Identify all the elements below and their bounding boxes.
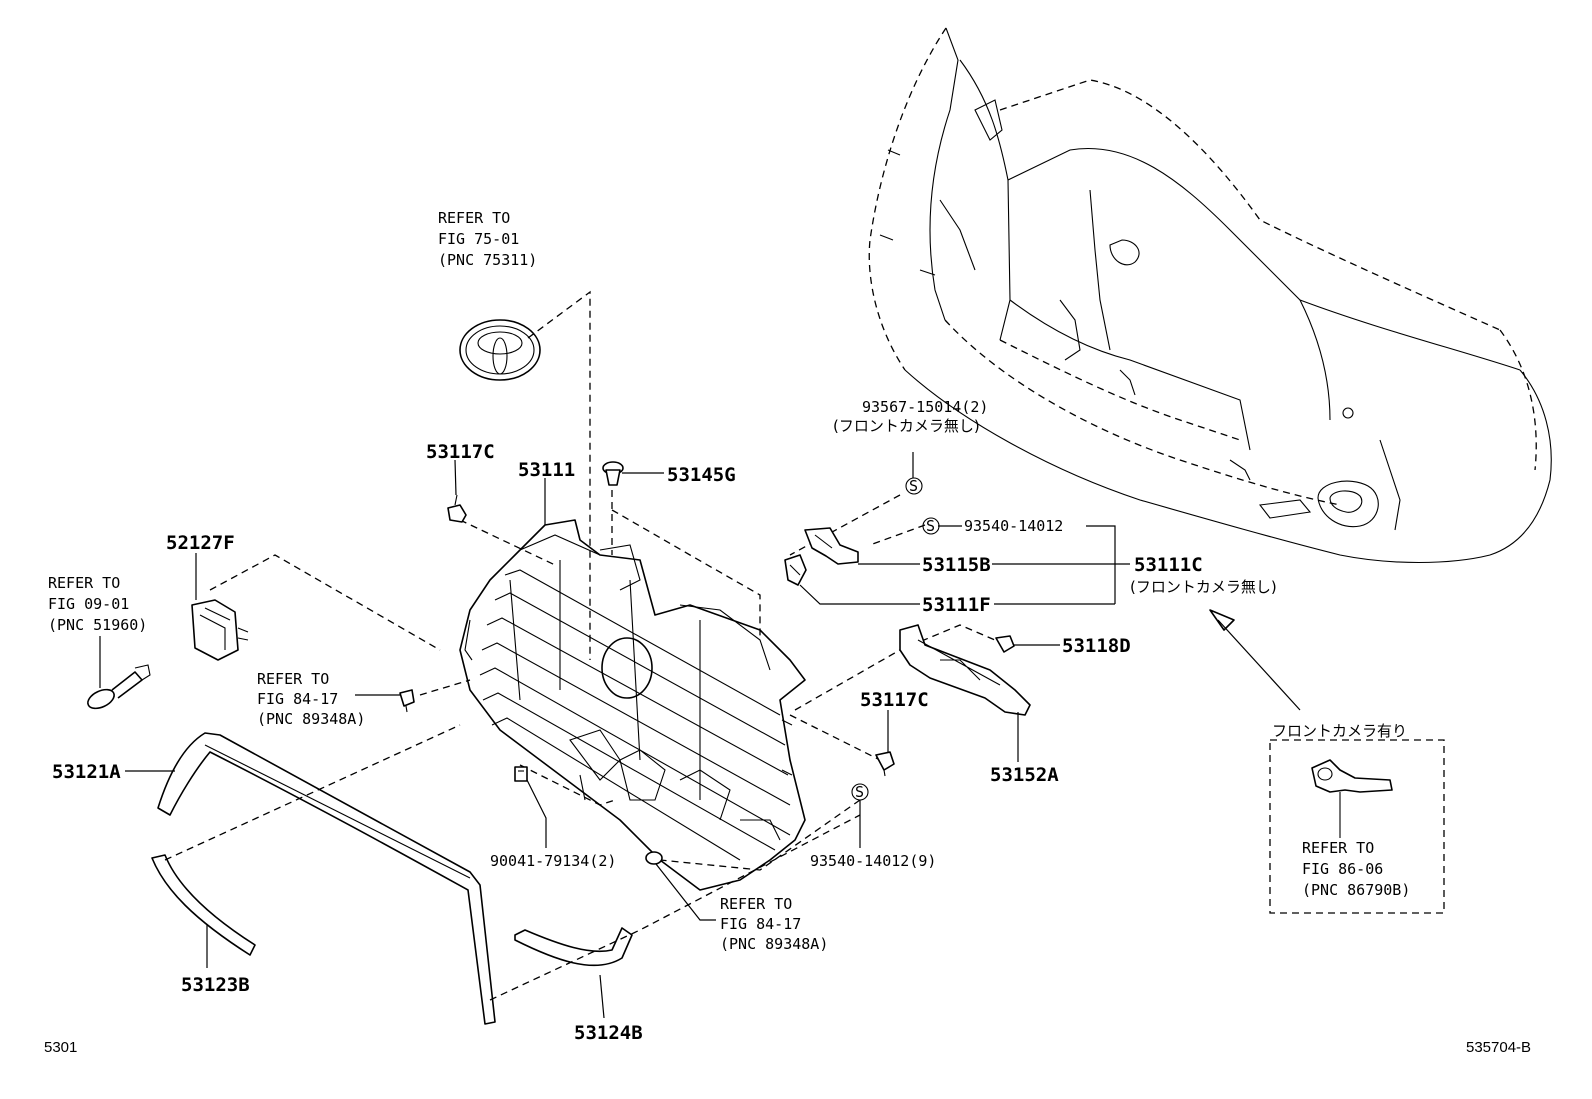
label-93540-9: 93540-14012(9) [810,852,936,870]
clip-53118d [995,635,1015,653]
molding-53121a [157,732,496,1025]
ref-line: REFER TO [438,209,510,227]
assembly-leaders [164,490,996,1001]
emblem-leader [527,290,591,660]
ref-line: FIG 09-01 [48,595,129,613]
ref-line: REFER TO [257,670,329,688]
note-no-camera-2: (フロントカメラ無し) [1130,578,1277,596]
ref-line: (PNC 86790B) [1302,881,1410,899]
label-53152a: 53152A [990,764,1059,786]
clip-53145g [602,461,624,486]
japanese-notes: (フロントカメラ無し) (フロントカメラ無し) フロントカメラ有り [833,417,1407,740]
front-camera-inset [1269,739,1445,914]
camera-arrowhead [1209,609,1235,631]
ref-hook: REFER TO FIG 09-01 (PNC 51960) [48,574,147,634]
ref-line: REFER TO [48,574,120,592]
label-52127f: 52127F [166,532,235,554]
label-53111f: 53111F [922,594,991,616]
ref-line: (PNC 89348A) [257,710,365,728]
label-53111c: 53111C [1134,554,1203,576]
note-with-camera: フロントカメラ有り [1272,722,1407,740]
label-53111: 53111 [518,459,575,481]
ref-camera: REFER TO FIG 86-06 (PNC 86790B) [1302,839,1410,899]
molding-53123b [151,854,256,956]
label-93540: 93540-14012 [964,517,1063,535]
figure-code: 535704-B [1466,1039,1531,1056]
screw-symbol-text: S [909,477,918,495]
ref-line: REFER TO [1302,839,1374,857]
label-53121a: 53121A [52,761,121,783]
ref-clip-bottom: REFER TO FIG 84-17 (PNC 89348A) [720,895,828,953]
ref-line: FIG 84-17 [720,915,801,933]
camera-arrow [1217,619,1301,711]
screw-symbol-93540: S [922,517,940,535]
cover-52127f [191,599,249,661]
ref-line: FIG 86-06 [1302,860,1383,878]
towing-hook [87,664,151,710]
radiator-grille-53111 [459,519,806,891]
clip-89348a-bottom [645,851,663,865]
bracket-53115b [804,527,859,565]
part-labels: 53117C 53111 53145G 52127F 53115B 53111F… [52,398,1203,1044]
reference-blocks: REFER TO FIG 75-01 (PNC 75311) REFER TO … [48,209,1410,953]
ref-line: (PNC 51960) [48,616,147,634]
toyota-emblem [459,319,541,381]
bracket-53152a [899,624,1031,716]
ref-line: FIG 84-17 [257,690,338,708]
clip-53111f [784,554,807,586]
label-93567: 93567-15014(2) [862,398,988,416]
nut-90041 [514,766,528,782]
label-53117c-mid: 53117C [860,689,929,711]
note-no-camera-1: (フロントカメラ無し) [833,417,980,435]
label-53117c-top: 53117C [426,441,495,463]
molding-53124b [514,927,633,967]
clip-53117c-top [447,494,467,523]
label-53118d: 53118D [1062,635,1131,657]
screw-symbol-93567: S [905,477,923,495]
ref-line: FIG 75-01 [438,230,519,248]
ref-line: (PNC 89348A) [720,935,828,953]
front-bumper-cover [868,27,1552,564]
label-leaders [99,452,1130,1019]
label-53124b: 53124B [574,1022,643,1044]
clip-89348a-left [399,689,415,713]
label-53115b: 53115B [922,554,991,576]
label-53145g: 53145G [667,464,736,486]
ref-line: (PNC 75311) [438,251,537,269]
label-53123b: 53123B [181,974,250,996]
screw-symbol-text: S [855,783,864,801]
ref-emblem: REFER TO FIG 75-01 (PNC 75311) [438,209,537,269]
ref-clip-left: REFER TO FIG 84-17 (PNC 89348A) [257,670,365,728]
screw-symbol-93540-9: S [851,783,869,801]
screw-symbol-text: S [926,517,935,535]
page-code: 5301 [44,1039,77,1056]
clip-53117c-mid [875,751,895,777]
ref-line: REFER TO [720,895,792,913]
label-90041: 90041-79134(2) [490,852,616,870]
